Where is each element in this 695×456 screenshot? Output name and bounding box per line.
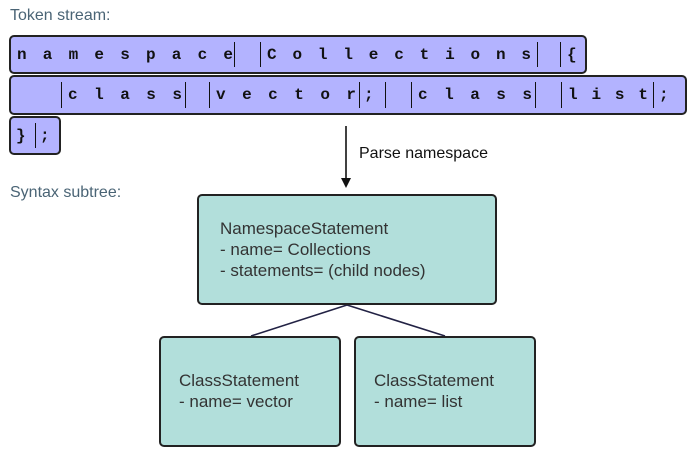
token-separator <box>185 82 186 108</box>
class-statement-node-list: ClassStatement - name= list <box>354 336 536 447</box>
node-title: ClassStatement <box>374 371 494 390</box>
token-separator <box>535 82 536 108</box>
token-stream-label: Token stream: <box>10 7 111 24</box>
token-semicolon-1: ; <box>364 86 374 104</box>
token-separator <box>653 82 654 108</box>
token-open-brace: { <box>567 45 577 64</box>
token-separator <box>561 82 562 108</box>
token-separator <box>411 82 412 108</box>
node-title: NamespaceStatement <box>220 219 389 238</box>
token-separator <box>385 82 386 108</box>
namespace-statement-node: NamespaceStatement - name= Collections -… <box>197 194 497 305</box>
node-name-line: - name= Collections <box>220 240 371 259</box>
node-name-line: - name= list <box>374 392 463 411</box>
token-lane-3: } ; <box>9 116 61 155</box>
token-separator <box>61 82 62 108</box>
token-separator <box>35 123 36 148</box>
token-separator <box>359 82 360 108</box>
token-separator <box>234 42 235 67</box>
token-close-brace: } <box>16 126 26 145</box>
class-statement-node-vector: ClassStatement - name= vector <box>159 336 341 447</box>
token-separator <box>260 42 261 67</box>
tree-edge-list <box>346 304 446 337</box>
node-title: ClassStatement <box>179 371 299 390</box>
node-name-line: - name= vector <box>179 392 293 411</box>
syntax-subtree-label: Syntax subtree: <box>10 184 122 201</box>
token-semicolon-3: ; <box>40 126 50 145</box>
token-semicolon-2: ; <box>659 86 669 104</box>
token-separator <box>537 42 538 67</box>
parse-namespace-label: Parse namespace <box>359 145 488 162</box>
parse-arrow-head <box>341 178 351 188</box>
token-separator <box>209 82 210 108</box>
tree-edge-vector <box>250 304 348 337</box>
node-statements-line: - statements= (child nodes) <box>220 261 426 280</box>
token-separator <box>560 42 561 67</box>
